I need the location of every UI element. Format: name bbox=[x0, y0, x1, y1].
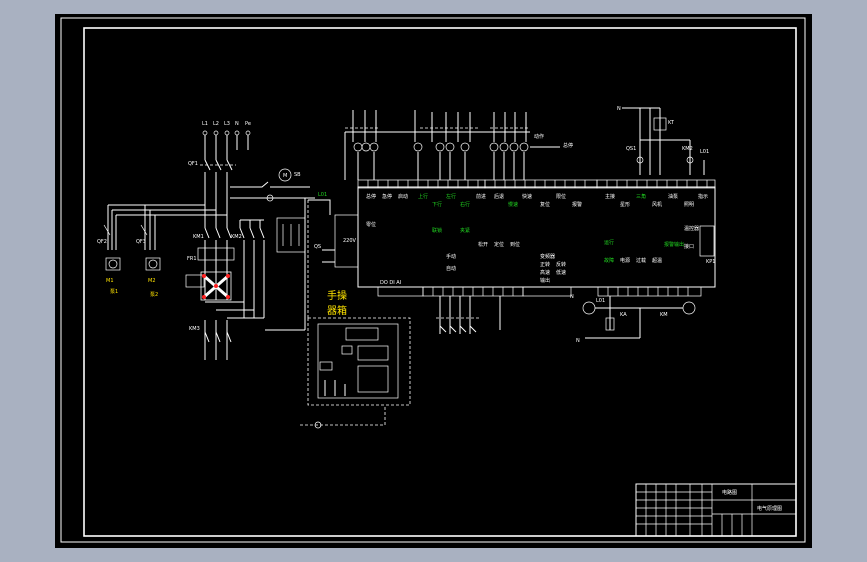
svg-text:快速: 快速 bbox=[522, 193, 532, 200]
controller-block: 220V QS 动作 总停 总停 急停 启动 bbox=[314, 110, 716, 344]
top-terminal-strip bbox=[357, 179, 716, 189]
svg-text:总停: 总停 bbox=[366, 193, 376, 200]
phase-label-l2: L2 bbox=[213, 121, 219, 127]
svg-text:电源: 电源 bbox=[620, 257, 630, 264]
svg-text:手动: 手动 bbox=[446, 253, 456, 260]
title-block-sheet-title: 电气原理图 bbox=[757, 505, 782, 512]
svg-text:主接: 主接 bbox=[605, 193, 615, 200]
svg-text:照明: 照明 bbox=[684, 202, 694, 208]
svg-text:接口: 接口 bbox=[684, 243, 694, 250]
svg-text:星形: 星形 bbox=[620, 201, 630, 208]
svg-text:KM2: KM2 bbox=[682, 146, 693, 152]
svg-text:松开: 松开 bbox=[478, 241, 488, 248]
contactor-km2-label: KM2 bbox=[231, 234, 242, 240]
svg-text:泵1: 泵1 bbox=[110, 289, 118, 295]
svg-text:KT: KT bbox=[668, 120, 675, 126]
svg-text:过载: 过载 bbox=[636, 257, 646, 264]
svg-text:L01: L01 bbox=[700, 149, 709, 155]
svg-text:KM3: KM3 bbox=[189, 326, 200, 332]
hand-box-title-line2: 器箱 bbox=[327, 304, 347, 317]
svg-text:L01: L01 bbox=[596, 298, 605, 304]
svg-text:上行: 上行 bbox=[418, 193, 428, 200]
svg-text:总停: 总停 bbox=[563, 142, 573, 149]
svg-text:输出: 输出 bbox=[540, 277, 550, 284]
svg-text:变频器: 变频器 bbox=[540, 253, 555, 260]
title-block-drawing-name: 电路图 bbox=[722, 489, 737, 496]
svg-text:L01: L01 bbox=[318, 192, 327, 198]
svg-text:右行: 右行 bbox=[460, 201, 470, 208]
svg-text:泵2: 泵2 bbox=[150, 292, 158, 298]
svg-text:N: N bbox=[617, 106, 621, 112]
svg-text:后退: 后退 bbox=[494, 193, 504, 200]
svg-text:220V: 220V bbox=[343, 238, 357, 244]
svg-text:定位: 定位 bbox=[494, 241, 504, 248]
svg-text:指示: 指示 bbox=[698, 193, 708, 200]
svg-text:急停: 急停 bbox=[382, 193, 392, 200]
power-circuit: L1 L2 L3 N Pe QF1 QF2 QF3 M1 M2 bbox=[97, 121, 327, 360]
fault-indicator bbox=[200, 271, 232, 301]
svg-text:QF2: QF2 bbox=[97, 239, 107, 245]
phase-label-l1: L1 bbox=[202, 121, 208, 127]
svg-text:报警: 报警 bbox=[572, 201, 582, 208]
svg-text:油泵: 油泵 bbox=[668, 193, 678, 200]
svg-text:KM: KM bbox=[660, 312, 668, 318]
phase-label-n: N bbox=[235, 121, 239, 127]
overload-label: FR1 bbox=[187, 256, 197, 262]
svg-text:高速: 高速 bbox=[540, 269, 550, 276]
breaker-label: QF1 bbox=[188, 161, 198, 167]
svg-text:下行: 下行 bbox=[432, 201, 442, 208]
svg-text:N: N bbox=[570, 294, 574, 300]
svg-text:夹紧: 夹紧 bbox=[460, 227, 470, 234]
outer-border bbox=[60, 17, 806, 543]
svg-text:自动: 自动 bbox=[446, 265, 456, 272]
auxiliary-circuit: N KT QS1 KM2 L01 bbox=[617, 106, 709, 175]
svg-text:风机: 风机 bbox=[652, 201, 662, 208]
svg-text:QS1: QS1 bbox=[626, 146, 636, 152]
phase-label-l3: L3 bbox=[224, 121, 230, 127]
svg-text:超温: 超温 bbox=[652, 257, 662, 264]
svg-text:KA: KA bbox=[620, 312, 627, 318]
svg-text:M2: M2 bbox=[148, 278, 156, 284]
svg-text:联锁: 联锁 bbox=[432, 227, 442, 234]
svg-text:到位: 到位 bbox=[510, 241, 520, 248]
svg-text:运行: 运行 bbox=[604, 239, 614, 246]
svg-text:温控器: 温控器 bbox=[684, 225, 699, 232]
svg-text:N: N bbox=[576, 338, 580, 344]
svg-text:三角: 三角 bbox=[636, 193, 646, 200]
svg-text:M1: M1 bbox=[106, 278, 114, 284]
svg-text:KP1: KP1 bbox=[706, 259, 715, 265]
svg-text:复位: 复位 bbox=[540, 201, 550, 208]
svg-text:SB: SB bbox=[294, 172, 301, 178]
inner-border bbox=[83, 27, 797, 537]
svg-text:报警输出: 报警输出 bbox=[664, 241, 684, 248]
svg-text:QS: QS bbox=[314, 244, 321, 250]
phase-label-pe: Pe bbox=[245, 121, 251, 127]
svg-text:动作: 动作 bbox=[534, 133, 544, 140]
svg-text:前进: 前进 bbox=[476, 193, 486, 200]
svg-text:零位: 零位 bbox=[366, 221, 376, 228]
svg-text:限位: 限位 bbox=[556, 193, 566, 200]
svg-text:故障: 故障 bbox=[604, 257, 614, 264]
svg-text:左行: 左行 bbox=[446, 193, 456, 200]
hand-operator-box: 手操 器箱 bbox=[300, 199, 411, 429]
svg-text:启动: 启动 bbox=[398, 193, 408, 200]
title-block: 电路图 电气原理图 bbox=[635, 483, 797, 537]
controller-io-labels: 总停 急停 启动 上行 下行 左行 右行 前进 后退 慢速 快速 复位 限位 报… bbox=[366, 193, 708, 284]
svg-text:DO DI AI: DO DI AI bbox=[380, 280, 401, 286]
svg-text:正转: 正转 bbox=[540, 261, 550, 268]
motor-label: M bbox=[283, 173, 287, 179]
drawing-sheet bbox=[55, 14, 812, 548]
contactor-km1-label: KM1 bbox=[193, 234, 204, 240]
hand-box-title-line1: 手操 bbox=[327, 289, 347, 302]
svg-text:QF3: QF3 bbox=[136, 239, 146, 245]
svg-text:低速: 低速 bbox=[556, 269, 566, 276]
svg-text:慢速: 慢速 bbox=[508, 201, 518, 208]
svg-text:反转: 反转 bbox=[556, 261, 566, 268]
